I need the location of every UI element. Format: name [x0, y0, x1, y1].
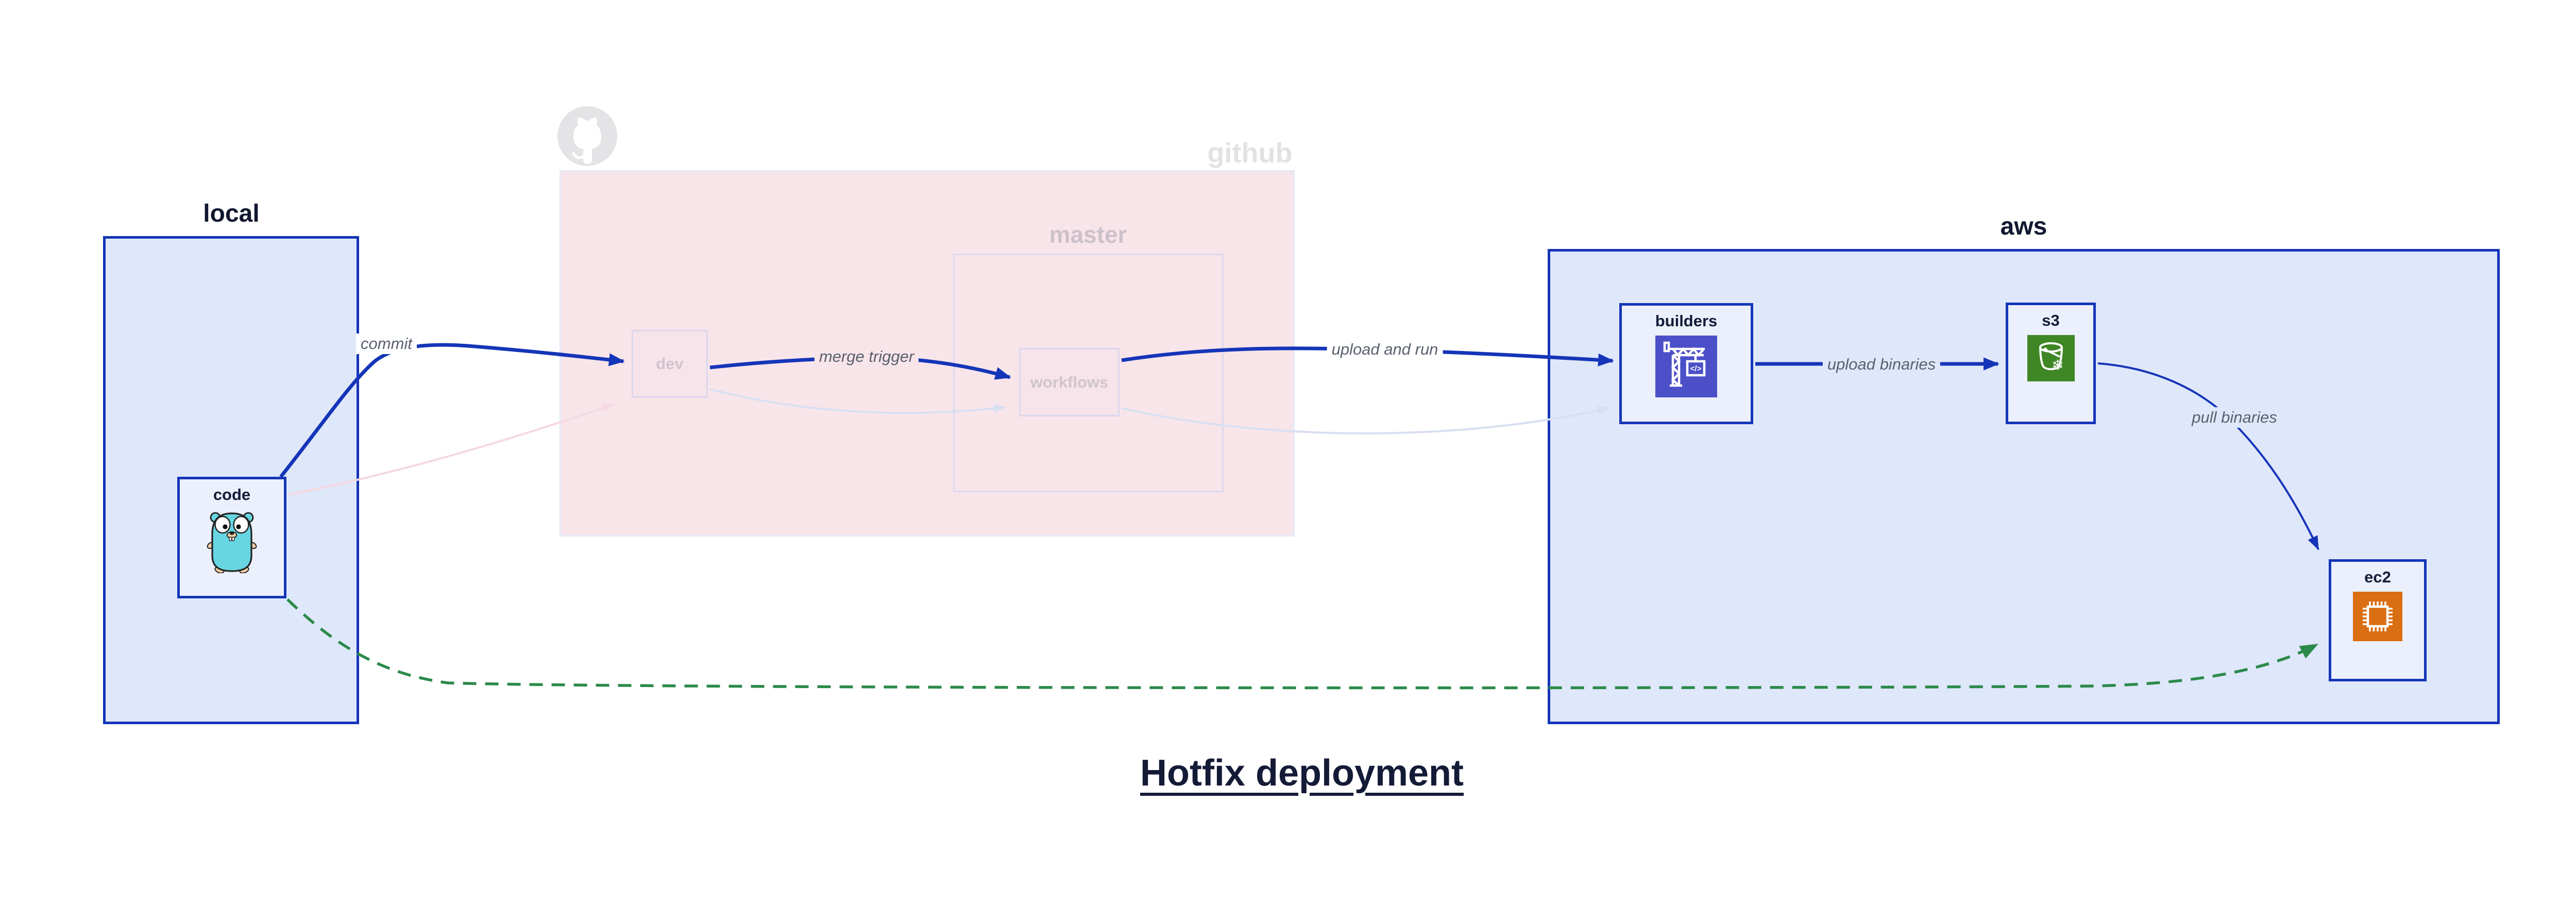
edge-label-commit: commit — [356, 333, 417, 354]
edge-label-upload-binaries: upload binaries — [1822, 354, 1941, 375]
github-octocat-icon — [557, 106, 617, 166]
edge-label-merge-trigger: merge trigger — [814, 346, 919, 367]
diagram-title: Hotfix deployment — [1140, 753, 1464, 794]
group-heading-github: github — [1207, 138, 1293, 169]
ec2-chip-icon — [2353, 592, 2402, 641]
node-s3-label: s3 — [2042, 311, 2060, 329]
node-dev: dev — [632, 330, 708, 398]
node-workflows-label: workflows — [1030, 373, 1109, 391]
branch-master-label: master — [1049, 221, 1127, 248]
edge-label-upload-and-run: upload and run — [1327, 339, 1443, 360]
node-s3: s3 ❄ — [2006, 303, 2096, 424]
node-workflows: workflows — [1019, 348, 1120, 416]
group-heading-local: local — [203, 200, 260, 227]
svg-text:</>: </> — [1690, 364, 1702, 373]
node-code-label: code — [213, 486, 251, 504]
codebuild-crane-icon: </> — [1655, 336, 1717, 397]
gopher-icon — [207, 512, 257, 573]
node-ec2: ec2 — [2329, 559, 2427, 681]
group-heading-aws: aws — [2000, 213, 2047, 240]
s3-glacier-bucket-icon: ❄ — [2027, 335, 2075, 381]
node-builders: builders </> — [1619, 303, 1753, 424]
node-builders-label: builders — [1655, 312, 1718, 330]
edge-label-pull-binaries: pull binaries — [2187, 407, 2282, 428]
svg-text:❄: ❄ — [2052, 357, 2063, 374]
node-code: code — [177, 477, 286, 598]
node-ec2-label: ec2 — [2364, 568, 2391, 586]
node-dev-label: dev — [656, 355, 684, 373]
